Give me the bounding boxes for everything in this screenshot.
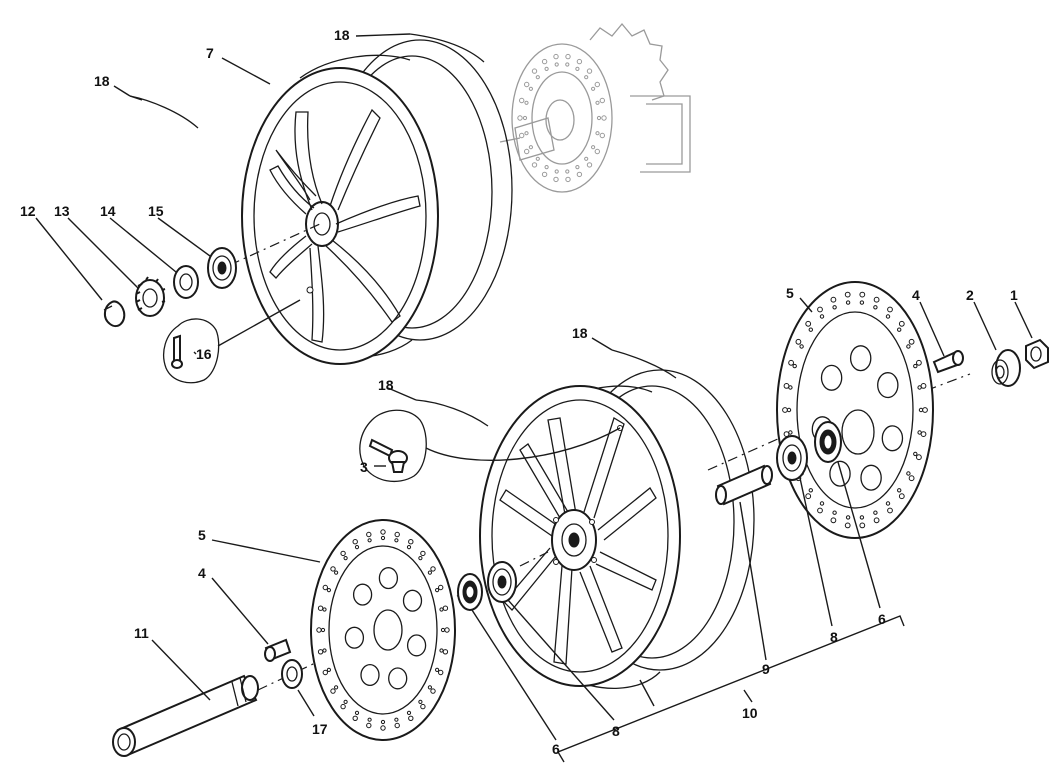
callout-18-rear-left: 18 bbox=[94, 73, 110, 89]
brake-disc-front-right bbox=[776, 281, 934, 539]
callout-4-right: 4 bbox=[912, 287, 920, 303]
callout-9: 9 bbox=[762, 661, 770, 677]
callout-18-front-b: 18 bbox=[572, 325, 588, 341]
group-bracket-10 bbox=[556, 615, 905, 763]
axle-11 bbox=[112, 674, 259, 757]
callout-10: 10 bbox=[742, 705, 758, 721]
callout-15: 15 bbox=[148, 203, 164, 219]
strip-18-rear-left bbox=[129, 95, 199, 129]
bolt-4-left bbox=[264, 638, 292, 662]
bearing-15 bbox=[207, 247, 237, 289]
callout-4-left: 4 bbox=[198, 565, 206, 581]
ring-nut-13 bbox=[135, 276, 166, 317]
callout-17: 17 bbox=[312, 721, 328, 737]
callout-14: 14 bbox=[100, 203, 116, 219]
spacer-2 bbox=[991, 349, 1021, 387]
callout-8-left: 8 bbox=[612, 723, 620, 739]
callout-12: 12 bbox=[20, 203, 36, 219]
bolt-4-right bbox=[932, 350, 964, 374]
snap-ring-12 bbox=[103, 300, 126, 328]
callout-6-left: 6 bbox=[552, 741, 560, 757]
callout-11: 11 bbox=[134, 625, 149, 641]
callout-8-right: 8 bbox=[830, 629, 838, 645]
seal-6-left bbox=[457, 573, 483, 611]
callout-5-left: 5 bbox=[198, 527, 206, 543]
spacer-17 bbox=[281, 659, 303, 689]
leader-lines bbox=[35, 33, 1033, 741]
callout-18-rear-top: 18 bbox=[334, 27, 350, 43]
strip-18-rear-top bbox=[409, 33, 485, 63]
callout-2: 2 bbox=[966, 287, 974, 303]
seal-6-right bbox=[814, 421, 842, 463]
callout-5-right: 5 bbox=[786, 285, 794, 301]
strip-18-front-a bbox=[415, 399, 489, 427]
rear-wheel bbox=[241, 39, 513, 365]
nut-1 bbox=[1025, 338, 1049, 370]
rear-sprocket-disc-assembly bbox=[499, 22, 691, 193]
strip-18-front-b bbox=[611, 349, 677, 379]
callout-18-front-a: 18 bbox=[378, 377, 394, 393]
callout-7: 7 bbox=[206, 45, 214, 61]
callout-16: 16 bbox=[196, 346, 212, 362]
callout-6-right: 6 bbox=[878, 611, 886, 627]
spacer-tube-9 bbox=[715, 464, 773, 506]
valve-detail-3 bbox=[359, 409, 621, 483]
callout-3: 3 bbox=[360, 459, 368, 475]
callout-13: 13 bbox=[54, 203, 70, 219]
bearing-8-left bbox=[487, 561, 517, 603]
bearing-8-right bbox=[776, 435, 808, 481]
callout-labels: 1 2 3 4 4 5 5 6 6 7 8 8 9 10 11 12 13 14… bbox=[20, 27, 1018, 757]
valve-detail-16 bbox=[163, 299, 301, 384]
callout-1: 1 bbox=[1010, 287, 1018, 303]
front-wheel bbox=[479, 369, 755, 689]
washer-14 bbox=[173, 265, 199, 299]
brake-disc-front-left bbox=[310, 519, 456, 741]
